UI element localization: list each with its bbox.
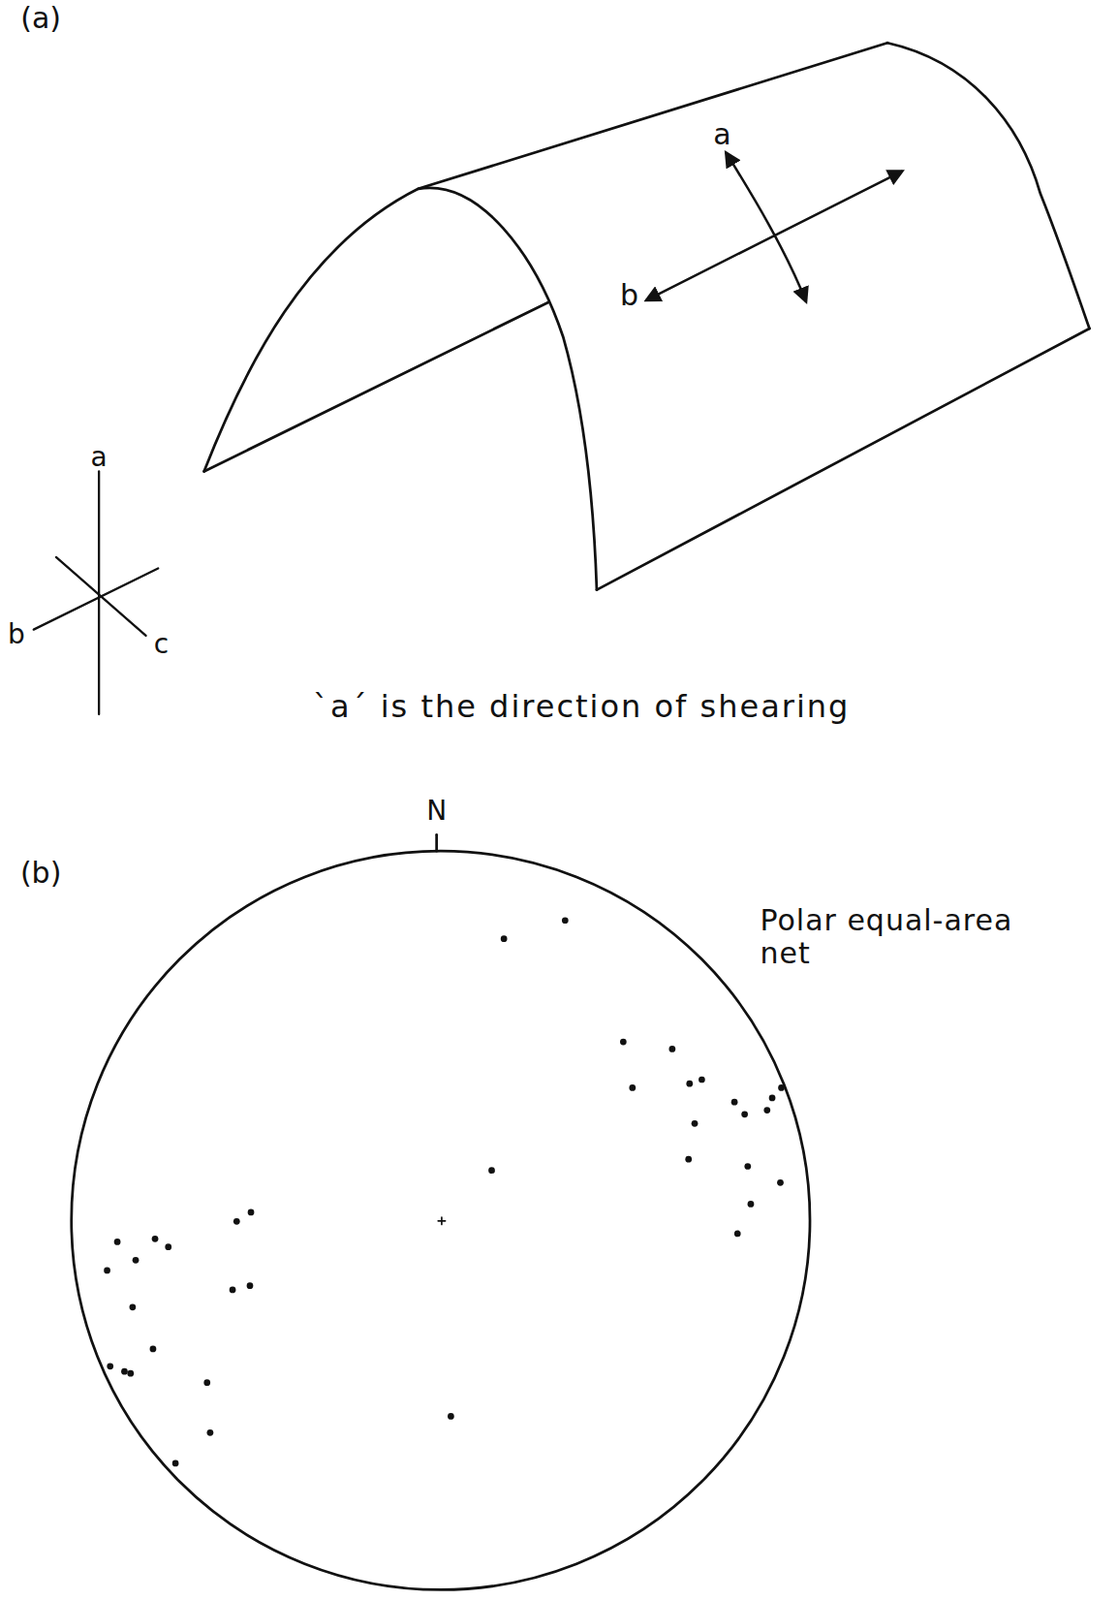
pole-dot — [172, 1459, 180, 1467]
pole-dot — [447, 1412, 455, 1420]
pole-dot — [698, 1076, 706, 1084]
pole-dot — [106, 1363, 114, 1370]
shear-arrows — [647, 153, 902, 302]
part-label: (a) — [20, 1, 62, 36]
pole-dot — [103, 1267, 111, 1274]
pole-dot — [132, 1256, 140, 1264]
pole-dot — [121, 1367, 128, 1375]
pole-dot — [500, 934, 508, 942]
axis-label: b — [7, 619, 26, 651]
pole-dot — [769, 1094, 777, 1102]
pole-dot — [561, 916, 569, 924]
pole-dot — [114, 1238, 122, 1245]
axis-label: c — [154, 628, 169, 660]
pole-dot — [229, 1286, 237, 1294]
pole-dot — [777, 1084, 785, 1091]
axis-label: b — [620, 279, 639, 313]
pole-dot — [731, 1098, 739, 1106]
pole-dot — [233, 1217, 241, 1225]
pole-dot — [776, 1179, 784, 1186]
pole-dot — [164, 1242, 172, 1250]
net-label: Polar equal-area net — [759, 902, 1051, 970]
pole-dot — [763, 1106, 771, 1114]
axis-label: a — [91, 441, 108, 473]
pole-dot — [620, 1038, 627, 1046]
pole-dot — [734, 1230, 742, 1238]
north-label: N — [426, 795, 447, 827]
fold-surface — [204, 42, 1090, 590]
pole-dot — [744, 1162, 751, 1170]
abc-axes — [33, 470, 158, 715]
part-label: (b) — [20, 856, 62, 891]
pole-dot — [684, 1155, 692, 1163]
pole-dot — [691, 1119, 699, 1127]
pole-dot — [488, 1166, 496, 1174]
pole-dot — [129, 1303, 137, 1310]
stereonet — [71, 834, 810, 1589]
axis-label: a — [713, 118, 731, 153]
pole-dot — [203, 1378, 211, 1386]
pole-dot — [741, 1110, 748, 1118]
pole-points — [103, 916, 785, 1466]
pole-dot — [150, 1345, 157, 1353]
pole-dot — [126, 1369, 134, 1377]
pole-dot — [207, 1428, 215, 1436]
pole-dot — [152, 1235, 159, 1243]
pole-dot — [248, 1209, 255, 1216]
caption-note: `a´ is the direction of shearing — [312, 687, 851, 724]
pole-dot — [247, 1281, 254, 1289]
pole-dot — [628, 1084, 636, 1091]
pole-dot — [747, 1200, 755, 1208]
pole-dot — [685, 1080, 693, 1087]
pole-dot — [669, 1045, 677, 1053]
